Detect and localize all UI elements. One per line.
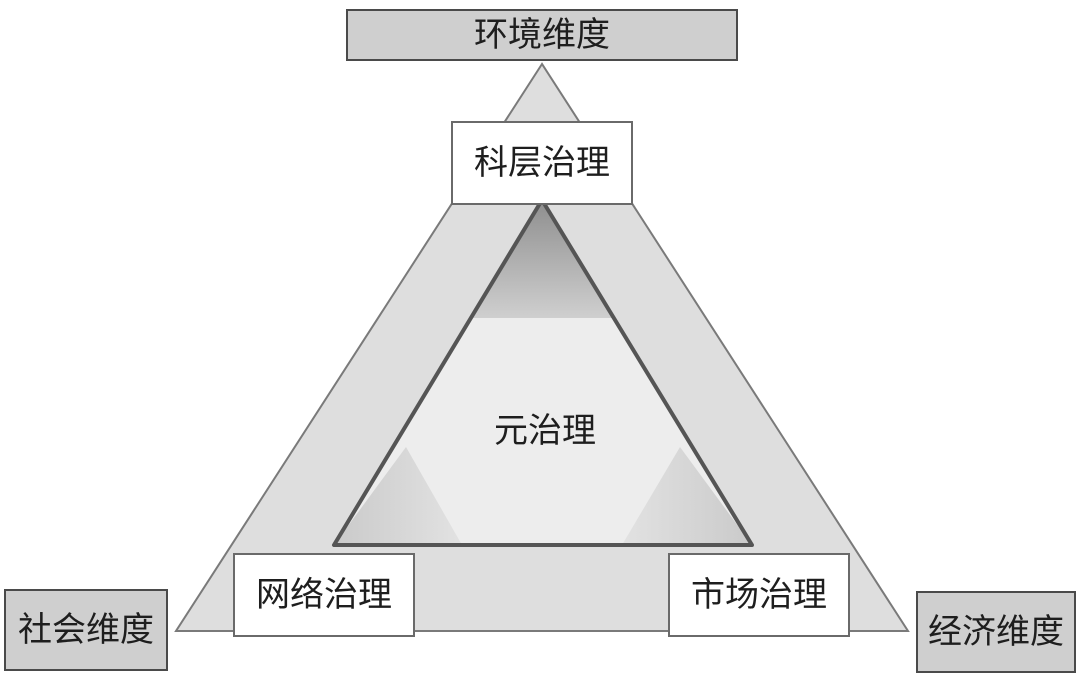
inner-top-corner-shade: [470, 200, 614, 318]
inner-corner-shading: [334, 200, 752, 545]
market-governance-box: 市场治理: [668, 553, 850, 637]
inner-triangle-outline: [332, 198, 754, 547]
economic-dimension-box: 经济维度: [916, 591, 1076, 673]
network-governance-label: 网络治理: [256, 575, 392, 615]
social-dimension-label: 社会维度: [18, 610, 154, 650]
environment-dimension-box: 环境维度: [346, 9, 738, 61]
network-governance-box: 网络治理: [233, 553, 415, 637]
bureaucratic-governance-box: 科层治理: [451, 121, 633, 205]
social-dimension-box: 社会维度: [4, 589, 168, 671]
market-governance-label: 市场治理: [691, 575, 827, 615]
economic-dimension-label: 经济维度: [928, 612, 1064, 652]
bureaucratic-governance-label: 科层治理: [474, 143, 610, 183]
inner-right-corner-shade: [622, 447, 752, 545]
inner-triangle: [334, 200, 752, 545]
meta-governance-label: 元治理: [494, 411, 596, 451]
environment-dimension-label: 环境维度: [474, 15, 610, 55]
inner-left-corner-shade: [334, 447, 462, 545]
